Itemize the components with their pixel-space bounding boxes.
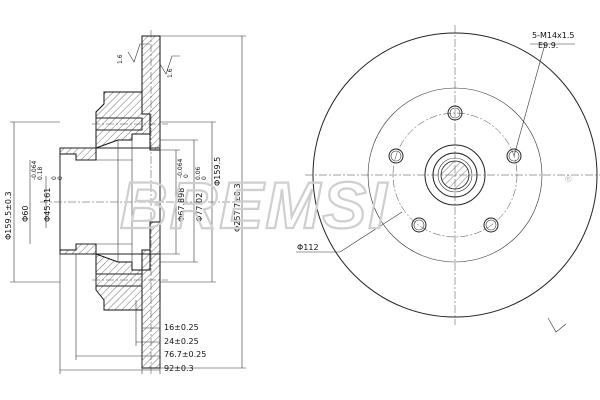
dim-45: Φ45.161 0 0 [43, 176, 64, 228]
svg-text:Φ159.5±0.3: Φ159.5±0.3 [4, 191, 13, 240]
svg-text:0: 0 [183, 174, 190, 178]
svg-text:0.18: 0.18 [37, 166, 44, 180]
bolt-hole-lower-left [411, 217, 427, 233]
spigot-upper [59, 147, 97, 161]
bolt-hole-top [447, 105, 463, 121]
svg-text:-0.064: -0.064 [177, 158, 184, 178]
bolt-hole-upper-left [388, 148, 404, 164]
svg-text:1.6: 1.6 [117, 54, 124, 64]
svg-text:Φ112: Φ112 [297, 243, 319, 252]
front-view: 5-M14x1.5 E9.9. Φ112 [296, 25, 600, 333]
bremsi-watermark: BREMSI ® [119, 167, 572, 243]
svg-text:1.6: 1.6 [167, 68, 174, 78]
svg-text:16±0.25: 16±0.25 [164, 323, 199, 332]
dim-77: Φ77.02 0.06 0 [160, 139, 208, 263]
dim-159-left: Φ159.5±0.3 [4, 121, 60, 283]
surface-finish-mark-a: 1.6 [117, 43, 150, 64]
bolt-spec-callout: 5-M14x1.5 E9.9. [513, 31, 575, 157]
svg-text:®: ® [565, 174, 572, 184]
svg-text:Φ77.02: Φ77.02 [195, 193, 204, 222]
svg-text:Φ159.5: Φ159.5 [213, 157, 222, 186]
width-dim-16: 16±0.25 [141, 300, 199, 374]
hub-section-upper [95, 91, 151, 149]
svg-text:E9.9.: E9.9. [538, 41, 558, 50]
dim-159-right: Φ159.5 [160, 121, 222, 283]
spigot-lower [59, 243, 97, 255]
width-dim-92: 92±0.3 [59, 254, 194, 374]
svg-text:0: 0 [201, 176, 208, 180]
pcd-callout: Φ112 [296, 211, 403, 253]
width-dim-24: 24±0.25 [135, 300, 199, 346]
svg-text:BREMSI: BREMSI [120, 168, 389, 242]
svg-text:Φ67.898: Φ67.898 [177, 188, 186, 222]
rotation-marker [547, 317, 567, 333]
surface-finish-mark-b: 1.6 [159, 55, 180, 78]
svg-text:Φ45.161: Φ45.161 [43, 188, 52, 222]
svg-text:92±0.3: 92±0.3 [164, 364, 194, 373]
svg-text:0: 0 [57, 176, 64, 180]
width-dim-76: 76.7±0.25 [75, 254, 206, 360]
dim-60: Φ60 -0.064 0.18 [21, 160, 44, 244]
svg-text:0.06: 0.06 [195, 166, 202, 180]
bolt-hole-lower-right [483, 217, 499, 233]
svg-text:Φ257.7±0.3: Φ257.7±0.3 [233, 183, 242, 232]
svg-text:76.7±0.25: 76.7±0.25 [164, 350, 206, 359]
bolt-hole-upper-right [506, 148, 522, 164]
svg-text:Φ60: Φ60 [21, 206, 30, 222]
dim-257: Φ257.7±0.3 [160, 35, 246, 369]
side-section-view: 1.6 1.6 Φ159.5±0.3 Φ60 -0.064 0.18 Φ45.1… [4, 30, 255, 375]
hub-barrel-outline [59, 147, 161, 255]
svg-text:0: 0 [51, 176, 58, 180]
svg-text:24±0.25: 24±0.25 [164, 337, 199, 346]
svg-text:5-M14x1.5: 5-M14x1.5 [532, 31, 575, 40]
dim-67: Φ67.898 -0.064 0 [160, 149, 190, 255]
svg-text:-0.064: -0.064 [31, 160, 38, 180]
